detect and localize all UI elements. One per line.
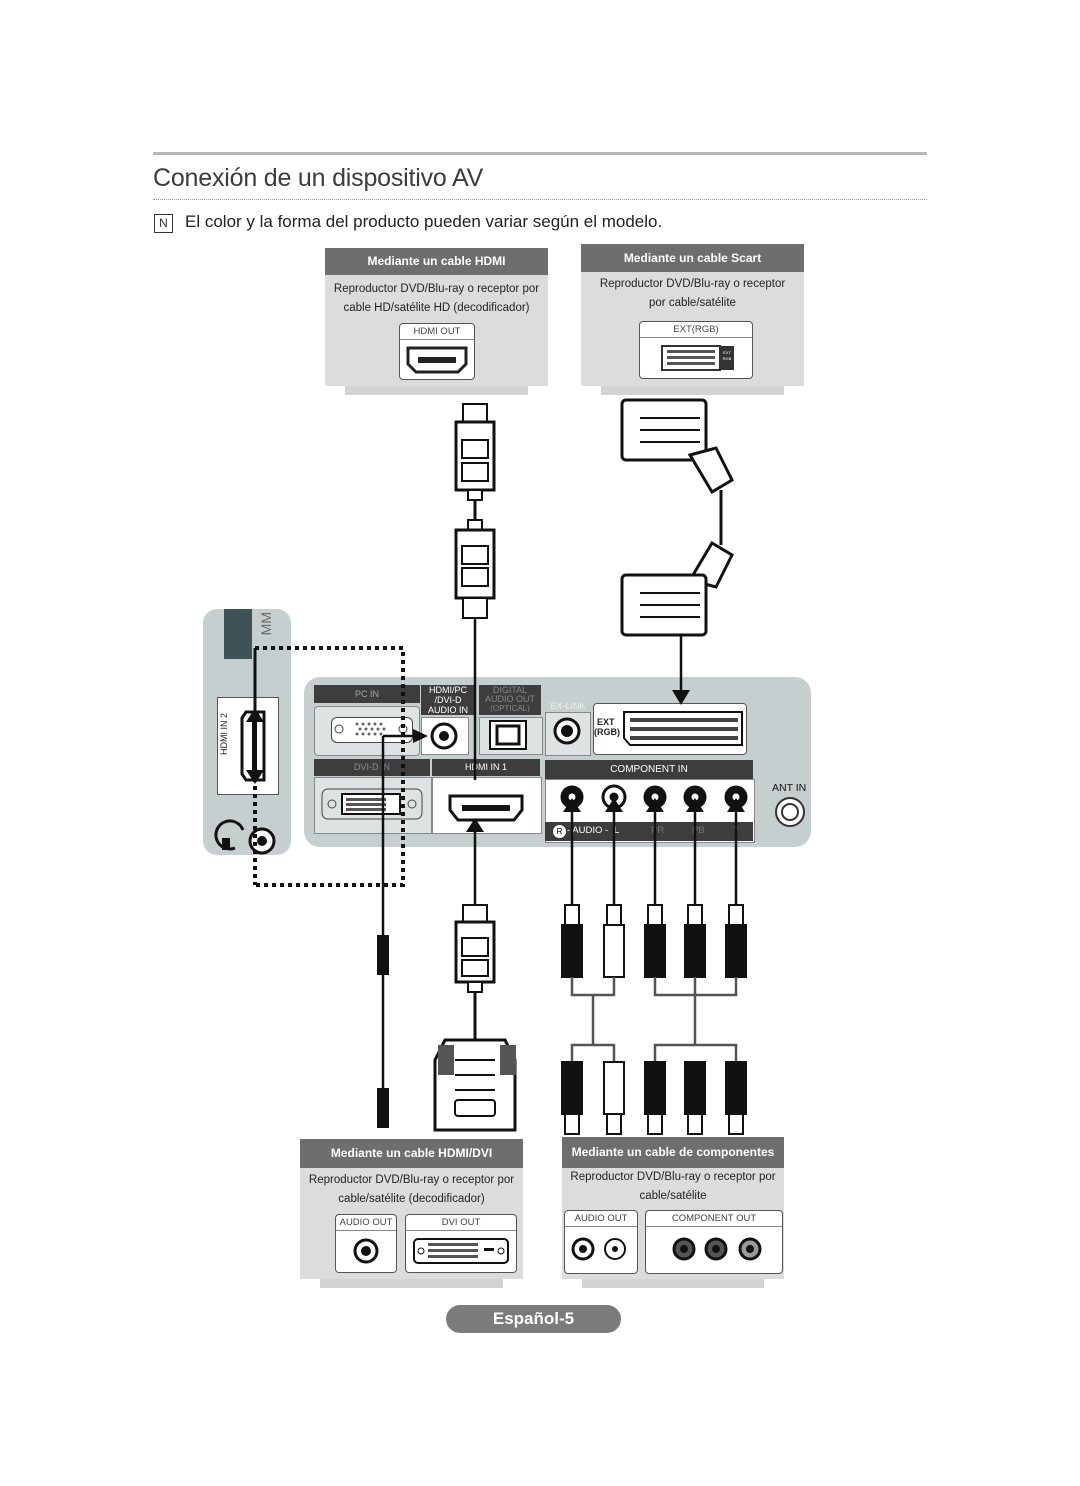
digital-label-3: (OPTICAL) xyxy=(490,704,530,713)
hdmi-port-icon xyxy=(406,346,468,374)
scart-port-icon xyxy=(661,345,734,371)
scart-box-heading: Mediante un cable Scart xyxy=(581,244,804,272)
note-text: El color y la forma del producto pueden … xyxy=(185,212,663,231)
ant-in-label: ANT IN xyxy=(772,782,807,794)
component-box-desc-1: Reproductor DVD/Blu-ray o receptor por xyxy=(570,1171,776,1183)
hdmi-dvi-box-foot xyxy=(320,1279,503,1288)
audio-jack-icon xyxy=(353,1238,379,1264)
hdmi-in-1-label: HDMI IN 1 xyxy=(432,759,540,776)
component-out-label: COMPONENT OUT xyxy=(646,1211,782,1227)
audio-out-port-dvi: AUDIO OUT xyxy=(335,1214,397,1273)
hdmi-dvi-box-desc-2: cable/satélite (decodificador) xyxy=(338,1193,485,1205)
hdmi-pc-audio-label-1: HDMI/PC xyxy=(429,685,467,695)
audio-label: - AUDIO - xyxy=(567,825,609,836)
page-title: Conexión de un dispositivo AV xyxy=(153,164,484,192)
hdmi-pc-audio-label-2: /DVI-D xyxy=(434,695,462,705)
component-box-foot xyxy=(582,1279,764,1288)
dvi-out-port: DVI OUT xyxy=(405,1214,517,1273)
hdmi-dvi-source-box: Mediante un cable HDMI/DVI Reproductor D… xyxy=(300,1139,523,1279)
hdmi-box-heading: Mediante un cable HDMI xyxy=(325,248,548,275)
dotted-rule xyxy=(153,199,927,200)
ext-rgb-out-label: EXT(RGB) xyxy=(640,322,752,338)
component-box-desc-2: cable/satélite xyxy=(639,1190,707,1202)
pc-in-label: PC IN xyxy=(314,685,420,703)
component-out-port: COMPONENT OUT xyxy=(645,1210,783,1274)
dvi-out-label: DVI OUT xyxy=(406,1215,516,1231)
component-jacks-icon xyxy=(672,1237,762,1261)
hdmi-box-desc-1: Reproductor DVD/Blu-ray o receptor por xyxy=(333,283,540,295)
hdmi-out-label: HDMI OUT xyxy=(400,324,474,340)
top-rule xyxy=(153,152,927,155)
dvi-d-in-label: DVI-D IN xyxy=(314,759,430,776)
audio-r-badge: R xyxy=(553,825,566,838)
audio-l-label: L xyxy=(614,825,620,836)
hdmi-source-box: Mediante un cable HDMI Reproductor DVD/B… xyxy=(325,248,548,386)
pr-label: PR xyxy=(651,825,665,836)
audio-out-label-dvi: AUDIO OUT xyxy=(336,1215,396,1231)
audio-out-port-component: AUDIO OUT xyxy=(564,1210,638,1274)
hdmi-dvi-box-desc-1: Reproductor DVD/Blu-ray o receptor por xyxy=(308,1174,515,1186)
rca-audio-jacks-icon xyxy=(571,1237,626,1261)
dvi-port-icon xyxy=(413,1238,509,1264)
pb-label: PB xyxy=(692,825,705,836)
ext-label-2: (RGB) xyxy=(594,727,620,737)
component-source-box: Mediante un cable de componentes Reprodu… xyxy=(562,1137,784,1279)
hdmi-pc-audio-label-bg xyxy=(421,685,475,715)
ext-label-1: EXT xyxy=(597,717,615,727)
component-in-label: COMPONENT IN xyxy=(545,760,753,779)
digital-audio-label-bg xyxy=(479,685,541,715)
audio-out-label-component: AUDIO OUT xyxy=(565,1211,637,1227)
ext-rgb-badge: EXT RGB xyxy=(722,350,732,361)
hdmi-box-foot xyxy=(345,386,528,395)
side-slot xyxy=(224,609,252,659)
note-icon: N xyxy=(154,214,173,233)
ext-rgb-out-port: EXT(RGB) EXT RGB xyxy=(639,321,753,379)
hdmi-out-port: HDMI OUT xyxy=(399,323,475,380)
digital-label-1: DIGITAL xyxy=(492,685,528,695)
component-box-heading: Mediante un cable de componentes xyxy=(562,1137,784,1168)
hdmi-pc-audio-label-3: AUDIO IN xyxy=(427,705,468,715)
scart-box-foot xyxy=(601,386,784,395)
digital-label-2: AUDIO OUT xyxy=(484,694,535,704)
scart-box-desc-1: Reproductor DVD/Blu-ray o receptor xyxy=(599,278,786,290)
scart-box-desc-2: por cable/satélite xyxy=(649,297,736,309)
component-label-bar xyxy=(545,822,753,841)
hdmi-box-desc-2: cable HD/satélite HD (decodificador) xyxy=(343,302,530,314)
scart-source-box: Mediante un cable Scart Reproductor DVD/… xyxy=(581,244,804,386)
ex-link-label: EX-LINK xyxy=(550,701,586,711)
hdmi-dvi-box-heading: Mediante un cable HDMI/DVI xyxy=(300,1139,523,1168)
page-number: Español-5 xyxy=(446,1305,621,1333)
